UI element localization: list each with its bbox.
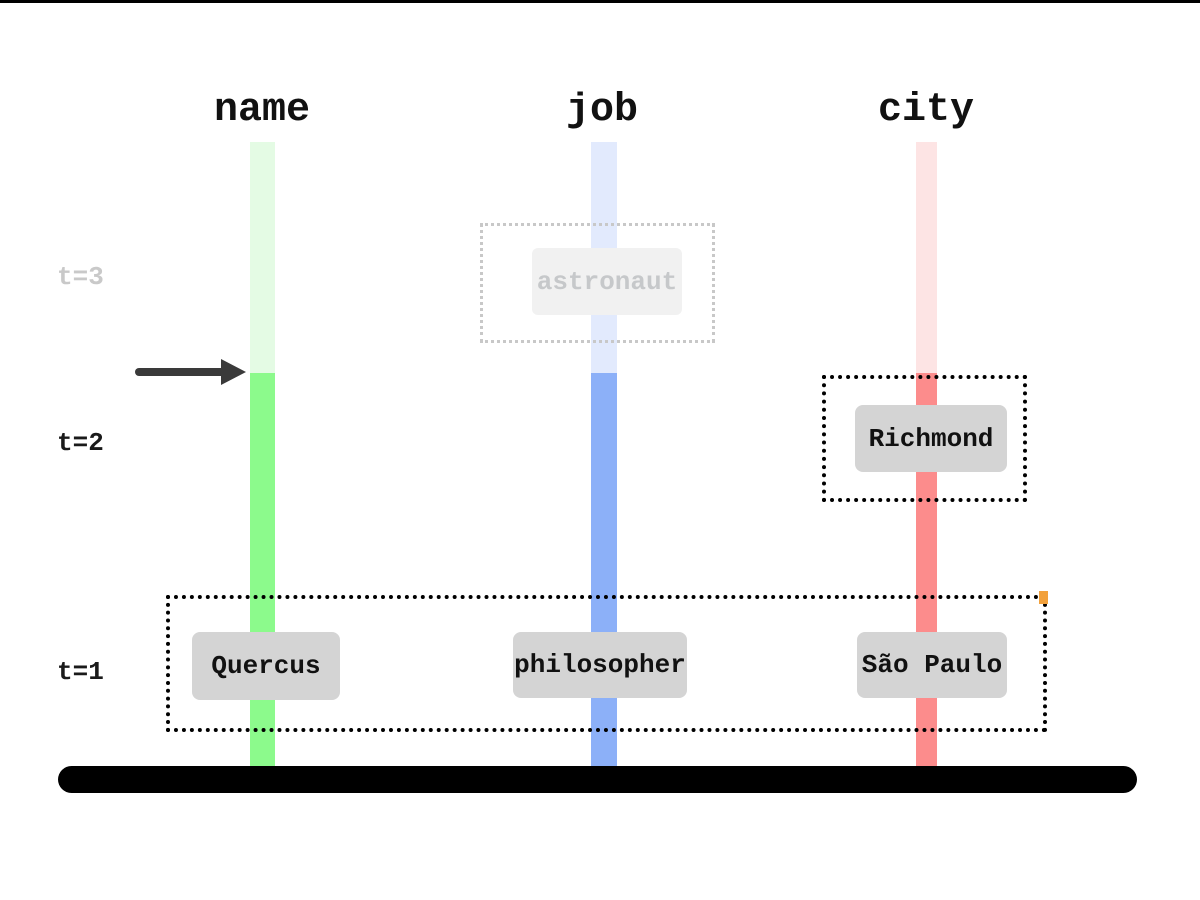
track-name-past	[250, 373, 275, 766]
timeline-axis	[58, 766, 1137, 793]
t1-selection-outline	[166, 595, 1047, 732]
value-chip-astronaut: astronaut	[532, 248, 682, 315]
time-label-t2: t=2	[57, 428, 104, 458]
top-border	[0, 0, 1200, 3]
column-header-name: name	[213, 88, 311, 133]
value-chip-richmond: Richmond	[855, 405, 1007, 472]
arrow-icon	[135, 368, 225, 376]
value-chip-quercus: Quercus	[192, 632, 340, 700]
column-header-city: city	[877, 88, 975, 133]
time-label-t1: t=1	[57, 657, 104, 687]
column-header-job: job	[565, 88, 639, 133]
track-name-future	[250, 142, 275, 373]
value-chip-philosopher: philosopher	[513, 632, 687, 698]
track-city-future	[916, 142, 937, 373]
arrow-head-icon	[221, 359, 246, 385]
track-job-past	[591, 373, 617, 766]
corner-dot-artifact	[1039, 591, 1048, 604]
t3-pending-outline	[480, 223, 715, 343]
value-chip-sao-paulo: São Paulo	[857, 632, 1007, 698]
time-label-t3: t=3	[57, 262, 104, 292]
t2-selection-outline	[822, 375, 1027, 502]
